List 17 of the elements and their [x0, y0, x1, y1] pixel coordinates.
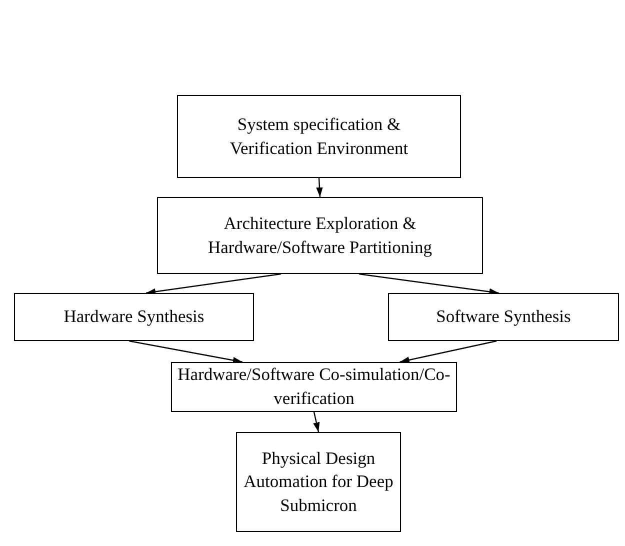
arrow	[146, 273, 281, 295]
arrow	[400, 340, 497, 364]
box-label: System specification & Verification Environment	[228, 112, 410, 160]
process-box	[177, 95, 461, 178]
arrow	[129, 340, 243, 364]
box-label: Physical Design Automation for Deep Submicron	[242, 446, 394, 517]
box-label: Hardware/Software Co-simulation/Co-verification	[176, 363, 452, 410]
arrow	[359, 273, 499, 296]
process-box	[157, 197, 483, 274]
arrow	[316, 178, 323, 198]
box-label: Software Synthesis	[435, 305, 572, 328]
arrow	[313, 412, 320, 432]
box-label: Architecture Exploration & Hardware/Software Partitioning	[206, 212, 434, 259]
process-box	[236, 432, 401, 532]
box-label: Hardware Synthesis	[62, 305, 206, 328]
process-box	[388, 293, 619, 341]
process-box	[14, 293, 254, 341]
